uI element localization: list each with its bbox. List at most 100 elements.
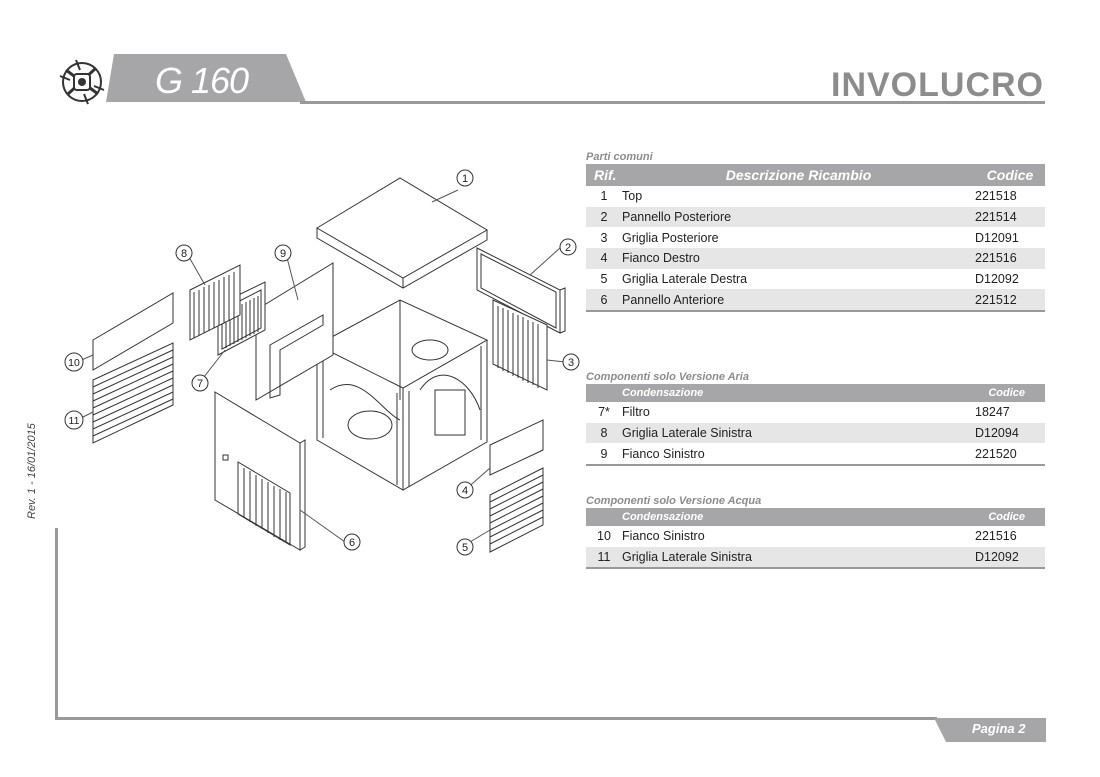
row-code: 221518 <box>975 189 1017 204</box>
right-side-panel <box>489 419 544 476</box>
row-rif: 4 <box>586 248 622 269</box>
row-code: D12092 <box>975 546 1045 570</box>
exploded-view-diagram: 1 2 3 4 5 6 7 8 9 10 11 <box>64 169 580 556</box>
row-description: Griglia Laterale Sinistra <box>622 546 975 570</box>
callout-10: 10 <box>64 352 84 372</box>
row-code: 221516 <box>975 529 1017 544</box>
row-rif: 11 <box>586 546 622 570</box>
rear-panel <box>476 247 566 334</box>
callout-11-label: 11 <box>69 415 80 427</box>
air-version-section: Componenti solo Versione Aria Condensazi… <box>586 370 1045 467</box>
row-rif: 2 <box>586 206 622 228</box>
row-rif: 6 <box>586 289 622 313</box>
callout-6: 6 <box>343 533 361 551</box>
row-code: 221512 <box>975 289 1045 313</box>
header-divider <box>300 101 1045 104</box>
row-description: Filtro <box>622 405 650 420</box>
row-code: D12092 <box>975 272 1019 287</box>
left-side-panel-water <box>92 292 174 371</box>
callout-8-label: 8 <box>181 248 187 260</box>
callout-9-label: 9 <box>280 248 286 260</box>
callout-8: 8 <box>175 244 193 262</box>
col-code: Codice <box>975 384 1045 402</box>
section-title: Componenti solo Versione Acqua <box>586 495 762 507</box>
machine-frame <box>315 299 489 491</box>
col-code: Codice <box>975 508 1045 526</box>
col-code: Codice <box>975 164 1045 186</box>
parts-table-water: Condensazione Codice 10 Fianco Sinistro 22… <box>586 508 1045 570</box>
callout-5: 5 <box>456 538 474 556</box>
col-description: Descrizione Ricambio <box>622 164 975 186</box>
parts-common-section: Parti comuni Rif. Descrizione Ricambio C… <box>586 150 1045 313</box>
front-panel <box>214 391 306 551</box>
row-description: Griglia Laterale Destra <box>622 272 748 287</box>
table-row: 3 Griglia Posteriore D12091 <box>586 227 1045 248</box>
revision-label: Rev. 1 - 16/01/2015 <box>26 423 38 519</box>
row-description: Griglia Laterale Sinistra <box>622 422 975 444</box>
row-code: 221514 <box>975 206 1045 228</box>
table-row: 7* Filtro 18247 <box>586 402 1045 423</box>
col-condensation: Condensazione <box>622 508 975 526</box>
callout-5-label: 5 <box>462 542 468 554</box>
row-rif: 7* <box>598 405 610 420</box>
row-description: Fianco Sinistro <box>622 529 705 544</box>
col-rif: Rif. <box>586 164 622 186</box>
model-tab-shape <box>106 54 306 102</box>
callout-6-label: 6 <box>349 537 355 549</box>
callout-1-label: 1 <box>462 173 468 185</box>
brand-logo-icon <box>59 59 105 105</box>
row-description: Griglia Posteriore <box>622 230 719 245</box>
bottom-frame-rule <box>55 717 937 720</box>
water-version-section: Componenti solo Versione Acqua Condensaz… <box>586 494 1045 570</box>
table-row: 5 Griglia Laterale Destra D12092 <box>586 269 1045 290</box>
row-description: Top <box>622 189 643 204</box>
section-title: Parti comuni <box>586 151 653 163</box>
left-side-grille-water <box>92 342 174 444</box>
col-rif <box>586 508 622 526</box>
row-code: D12094 <box>975 422 1045 444</box>
page-title: INVOLUCRO <box>831 66 1044 104</box>
col-condensation: Condensazione <box>622 384 975 402</box>
callout-1: 1 <box>456 169 474 187</box>
callout-4: 4 <box>456 481 474 499</box>
page-tab-shape <box>934 718 1046 742</box>
right-side-grille <box>489 467 544 553</box>
callout-2: 2 <box>559 238 577 256</box>
callout-10-label: 10 <box>68 357 80 369</box>
callout-11: 11 <box>64 410 84 430</box>
left-side-panel <box>255 262 334 401</box>
table-row: 10 Fianco Sinistro 221516 <box>586 526 1045 547</box>
callout-2-label: 2 <box>565 242 571 254</box>
row-rif: 10 <box>597 529 611 544</box>
page-number: Pagina 2 <box>972 721 1026 736</box>
callout-9: 9 <box>274 244 292 262</box>
row-rif: 9 <box>586 443 622 467</box>
rear-grille <box>492 299 548 391</box>
callout-7-label: 7 <box>197 378 203 390</box>
row-code: 221520 <box>975 443 1045 467</box>
row-rif: 8 <box>586 422 622 444</box>
row-description: Fianco Sinistro <box>622 443 975 467</box>
row-code: 221516 <box>975 248 1045 269</box>
col-rif <box>586 384 622 402</box>
row-description: Pannello Anteriore <box>622 289 975 313</box>
left-side-grille-air <box>189 264 241 341</box>
left-frame-rule <box>55 528 58 720</box>
section-title: Componenti solo Versione Aria <box>586 371 749 383</box>
model-name: G 160 <box>155 60 249 101</box>
row-rif: 3 <box>600 230 608 245</box>
callout-4-label: 4 <box>462 485 468 497</box>
row-code: D12091 <box>975 230 1019 245</box>
row-rif: 5 <box>600 272 608 287</box>
row-code: 18247 <box>975 405 1010 420</box>
callout-3-label: 3 <box>568 357 574 369</box>
top-panel <box>316 177 488 289</box>
